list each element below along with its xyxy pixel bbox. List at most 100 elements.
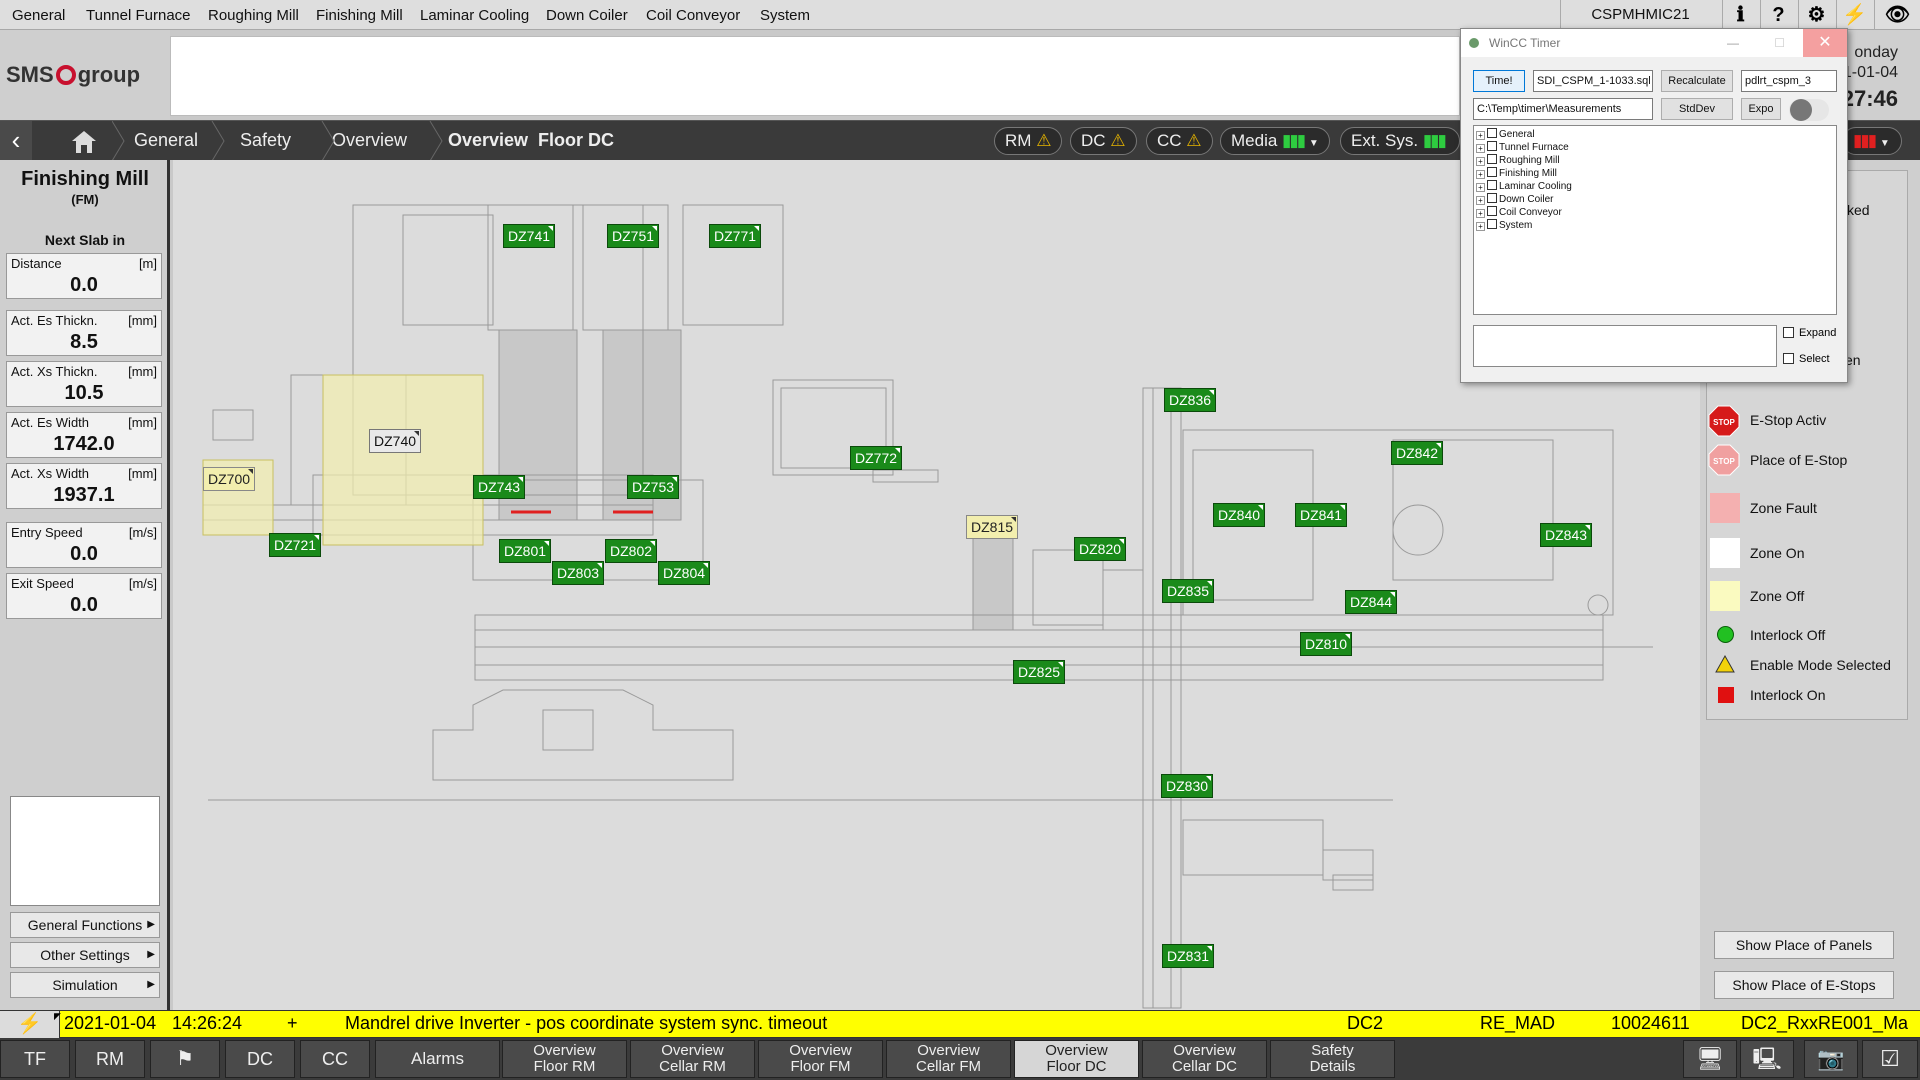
checkbox-icon[interactable]: ☑ <box>1862 1040 1918 1078</box>
status-cc[interactable]: CC ⚠ <box>1146 127 1213 155</box>
tree-item-roughing-mill[interactable]: +Roughing Mill <box>1476 154 1560 166</box>
flag-button[interactable]: ⚑ <box>150 1040 220 1078</box>
menu-finishing-mill[interactable]: Finishing Mill <box>316 7 403 24</box>
overview-cellar-fm-button[interactable]: Overview Cellar FM <box>886 1040 1011 1078</box>
tree-item-coil-conveyor[interactable]: +Coil Conveyor <box>1476 206 1562 218</box>
database-field[interactable]: pdlrt_cspm_3 <box>1741 70 1837 92</box>
overview-floor-rm-button[interactable]: Overview Floor RM <box>502 1040 627 1078</box>
status-rm[interactable]: RM ⚠ <box>994 127 1063 155</box>
status-media[interactable]: Media ▮▮▮ ▼ <box>1220 127 1330 155</box>
minimize-icon[interactable]: — <box>1727 36 1739 50</box>
alarms-button[interactable]: Alarms <box>375 1040 500 1078</box>
path-field[interactable]: C:\Temp\timer\Measurements <box>1473 98 1653 120</box>
zone-dz810[interactable]: DZ810 <box>1300 632 1353 656</box>
zone-dz804[interactable]: DZ804 <box>658 561 711 585</box>
menu-tunnel-furnace[interactable]: Tunnel Furnace <box>86 7 191 24</box>
safety-details-button[interactable]: Safety Details <box>1270 1040 1395 1078</box>
tree-item-finishing-mill[interactable]: +Finishing Mill <box>1476 167 1557 179</box>
zone-dz751[interactable]: DZ751 <box>607 224 660 248</box>
monitor-icon[interactable]: 🖥 <box>1683 1040 1737 1078</box>
home-icon[interactable] <box>64 127 104 155</box>
select-checkbox[interactable]: Select <box>1783 353 1830 365</box>
crumb-safety[interactable]: Safety <box>240 130 292 150</box>
menu-general[interactable]: General <box>12 7 66 24</box>
overview-floor-fm-button[interactable]: Overview Floor FM <box>758 1040 883 1078</box>
general-functions-button[interactable]: General Functions▶ <box>10 912 160 938</box>
eye-icon[interactable]: 👁 <box>1874 0 1920 30</box>
zone-dz802[interactable]: DZ802 <box>605 539 658 563</box>
zone-dz801[interactable]: DZ801 <box>499 539 552 563</box>
sql-file-field[interactable]: SDI_CSPM_1-1033.sql <box>1533 70 1653 92</box>
zone-dz721[interactable]: DZ721 <box>269 533 322 557</box>
zone-dz831[interactable]: DZ831 <box>1162 944 1215 968</box>
zone-dz836[interactable]: DZ836 <box>1164 388 1217 412</box>
menu-roughing-mill[interactable]: Roughing Mill <box>208 7 299 24</box>
overview-floor-dc-button[interactable]: Overview Floor DC <box>1014 1040 1139 1078</box>
maximize-icon[interactable]: ☐ <box>1774 36 1785 50</box>
show-place-of-estops-button[interactable]: Show Place of E-Stops <box>1714 971 1894 999</box>
stddev-button[interactable]: StdDev <box>1661 98 1733 120</box>
crumb-general[interactable]: General <box>134 130 199 150</box>
zone-dz741[interactable]: DZ741 <box>503 224 556 248</box>
help-icon[interactable]: ? <box>1760 0 1796 30</box>
cc-button[interactable]: CC <box>300 1040 370 1078</box>
value-exit-speed: Exit Speed[m/s]0.0 <box>6 573 162 619</box>
zone-dz840[interactable]: DZ840 <box>1213 503 1266 527</box>
zone-dz825[interactable]: DZ825 <box>1013 660 1066 684</box>
show-place-of-panels-button[interactable]: Show Place of Panels <box>1714 931 1894 959</box>
rm-button[interactable]: RM <box>75 1040 145 1078</box>
overview-cellar-dc-button[interactable]: Overview Cellar DC <box>1142 1040 1267 1078</box>
menu-system[interactable]: System <box>760 7 811 24</box>
zone-dz830[interactable]: DZ830 <box>1161 774 1214 798</box>
back-icon[interactable]: ‹ <box>0 121 32 161</box>
area-tree[interactable]: +General +Tunnel Furnace +Roughing Mill … <box>1473 125 1837 315</box>
zone-dz820[interactable]: DZ820 <box>1074 537 1127 561</box>
zone-dz740[interactable]: DZ740 <box>369 429 422 453</box>
crumb-overview[interactable]: Overview <box>332 130 408 150</box>
status-partial[interactable]: ▮▮▮ ▼ <box>1842 127 1902 155</box>
zone-dz803[interactable]: DZ803 <box>552 561 605 585</box>
zone-dz700[interactable]: DZ700 <box>203 467 256 491</box>
monitor-settings-icon[interactable]: 🖳 <box>1740 1040 1794 1078</box>
alarm-line[interactable]: ⚡ ◤ 2021-01-04 14:26:24 + Mandrel drive … <box>0 1010 1920 1039</box>
zone-dz843[interactable]: DZ843 <box>1540 523 1593 547</box>
status-dc[interactable]: DC ⚠ <box>1070 127 1137 155</box>
camera-icon[interactable]: 📷 <box>1804 1040 1858 1078</box>
info-icon[interactable]: ℹ <box>1722 0 1758 30</box>
expo-button[interactable]: Expo <box>1741 98 1781 120</box>
tree-item-tunnel-furnace[interactable]: +Tunnel Furnace <box>1476 141 1569 153</box>
lightning-icon[interactable]: ⚡ <box>1836 0 1872 30</box>
tf-button[interactable]: TF <box>0 1040 70 1078</box>
zone-dz771[interactable]: DZ771 <box>709 224 762 248</box>
zone-dz815[interactable]: DZ815 <box>966 515 1019 539</box>
time-button[interactable]: Time! <box>1473 70 1525 92</box>
status-ext-sys[interactable]: Ext. Sys. ▮▮▮ <box>1340 127 1460 155</box>
zone-dz835[interactable]: DZ835 <box>1162 579 1215 603</box>
simulation-button[interactable]: Simulation▶ <box>10 972 160 998</box>
menu-down-coiler[interactable]: Down Coiler <box>546 7 628 24</box>
tree-item-system[interactable]: +System <box>1476 219 1532 231</box>
tree-item-general[interactable]: +General <box>1476 128 1535 140</box>
zone-dz772[interactable]: DZ772 <box>850 446 903 470</box>
expo-toggle[interactable] <box>1789 99 1829 121</box>
zone-dz844[interactable]: DZ844 <box>1345 590 1398 614</box>
dc-button[interactable]: DC <box>225 1040 295 1078</box>
tree-item-laminar-cooling[interactable]: +Laminar Cooling <box>1476 180 1572 192</box>
expand-checkbox[interactable]: Expand <box>1783 327 1836 339</box>
output-box[interactable] <box>1473 325 1777 367</box>
lightning-icon[interactable]: ⚡ <box>0 1011 60 1039</box>
zone-dz842[interactable]: DZ842 <box>1391 441 1444 465</box>
other-settings-button[interactable]: Other Settings▶ <box>10 942 160 968</box>
overview-cellar-rm-button[interactable]: Overview Cellar RM <box>630 1040 755 1078</box>
close-icon[interactable]: ✕ <box>1803 29 1847 57</box>
recalculate-button[interactable]: Recalculate <box>1661 70 1733 92</box>
zone-dz753[interactable]: DZ753 <box>627 475 680 499</box>
tree-item-down-coiler[interactable]: +Down Coiler <box>1476 193 1553 205</box>
station-name[interactable]: CSPMHMIC21 <box>1560 0 1720 30</box>
legend-interlock-on: Interlock On <box>1750 687 1826 703</box>
menu-laminar-cooling[interactable]: Laminar Cooling <box>420 7 530 24</box>
zone-dz743[interactable]: DZ743 <box>473 475 526 499</box>
gear-icon[interactable]: ⚙ <box>1798 0 1834 30</box>
menu-coil-conveyor[interactable]: Coil Conveyor <box>646 7 741 24</box>
zone-dz841[interactable]: DZ841 <box>1295 503 1348 527</box>
